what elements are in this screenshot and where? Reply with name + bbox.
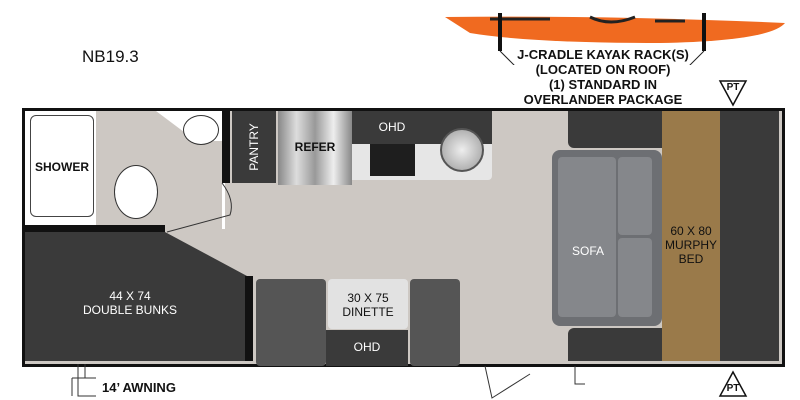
cabinet (568, 328, 662, 361)
wall (25, 225, 165, 233)
dinette-size: 30 X 75 (347, 291, 389, 305)
pantry-label: PANTRY (247, 123, 261, 171)
wall (222, 111, 230, 183)
microwave (370, 144, 415, 176)
note-line: (1) STANDARD IN (548, 77, 658, 92)
entry-door[interactable] (470, 364, 590, 400)
toilet-icon (114, 165, 158, 219)
dinette-table (328, 279, 408, 329)
dinette-name: DINETTE (342, 305, 394, 319)
refer-label: REFER (294, 140, 336, 154)
awning-label: 14’ AWNING (102, 380, 176, 395)
murphy-size: 60 X 80 (670, 224, 712, 238)
cabinet (720, 111, 779, 361)
murphy-name: MURPHY (664, 238, 717, 252)
murphy-bed (662, 111, 720, 361)
pt-marker-bottom (718, 370, 748, 397)
sofa-cushion (618, 157, 652, 235)
pt-marker-top (718, 80, 748, 107)
ohd-top-label: OHD (378, 120, 406, 134)
murphy-name2: BED (678, 252, 704, 266)
sofa (552, 150, 662, 326)
kayak-icon (445, 13, 785, 65)
refrigerator (278, 111, 352, 185)
pt-top-label: PT (726, 82, 740, 93)
dinette-seat (410, 279, 460, 366)
sofa-cushion (618, 238, 652, 317)
kitchen-sink-icon (440, 128, 484, 172)
sofa-cushion (558, 157, 616, 317)
note-line: (LOCATED ON ROOF) (535, 62, 671, 77)
sofa-label: SOFA (571, 244, 604, 258)
awning-icon (71, 364, 96, 397)
kayak-rack-note: J-CRADLE KAYAK RACK(S) (LOCATED ON ROOF)… (503, 47, 703, 107)
ohd-bottom-label: OHD (353, 340, 381, 354)
model-label: NB19.3 (82, 47, 139, 66)
bath-sink-icon (183, 115, 219, 145)
bath-door[interactable] (160, 180, 240, 240)
pt-bottom-label: PT (726, 383, 740, 394)
shower-label: SHOWER (35, 160, 89, 174)
note-line: OVERLANDER PACKAGE (523, 92, 683, 107)
shower (30, 115, 94, 217)
bunks (25, 232, 253, 361)
cabinet (568, 111, 662, 148)
pantry (232, 111, 276, 183)
bunks-size: 44 X 74 (109, 289, 151, 303)
bunks-name: DOUBLE BUNKS (82, 303, 178, 317)
overhead-cabinet (326, 330, 408, 366)
note-line: J-CRADLE KAYAK RACK(S) (517, 47, 689, 62)
dinette-seat (256, 279, 326, 366)
